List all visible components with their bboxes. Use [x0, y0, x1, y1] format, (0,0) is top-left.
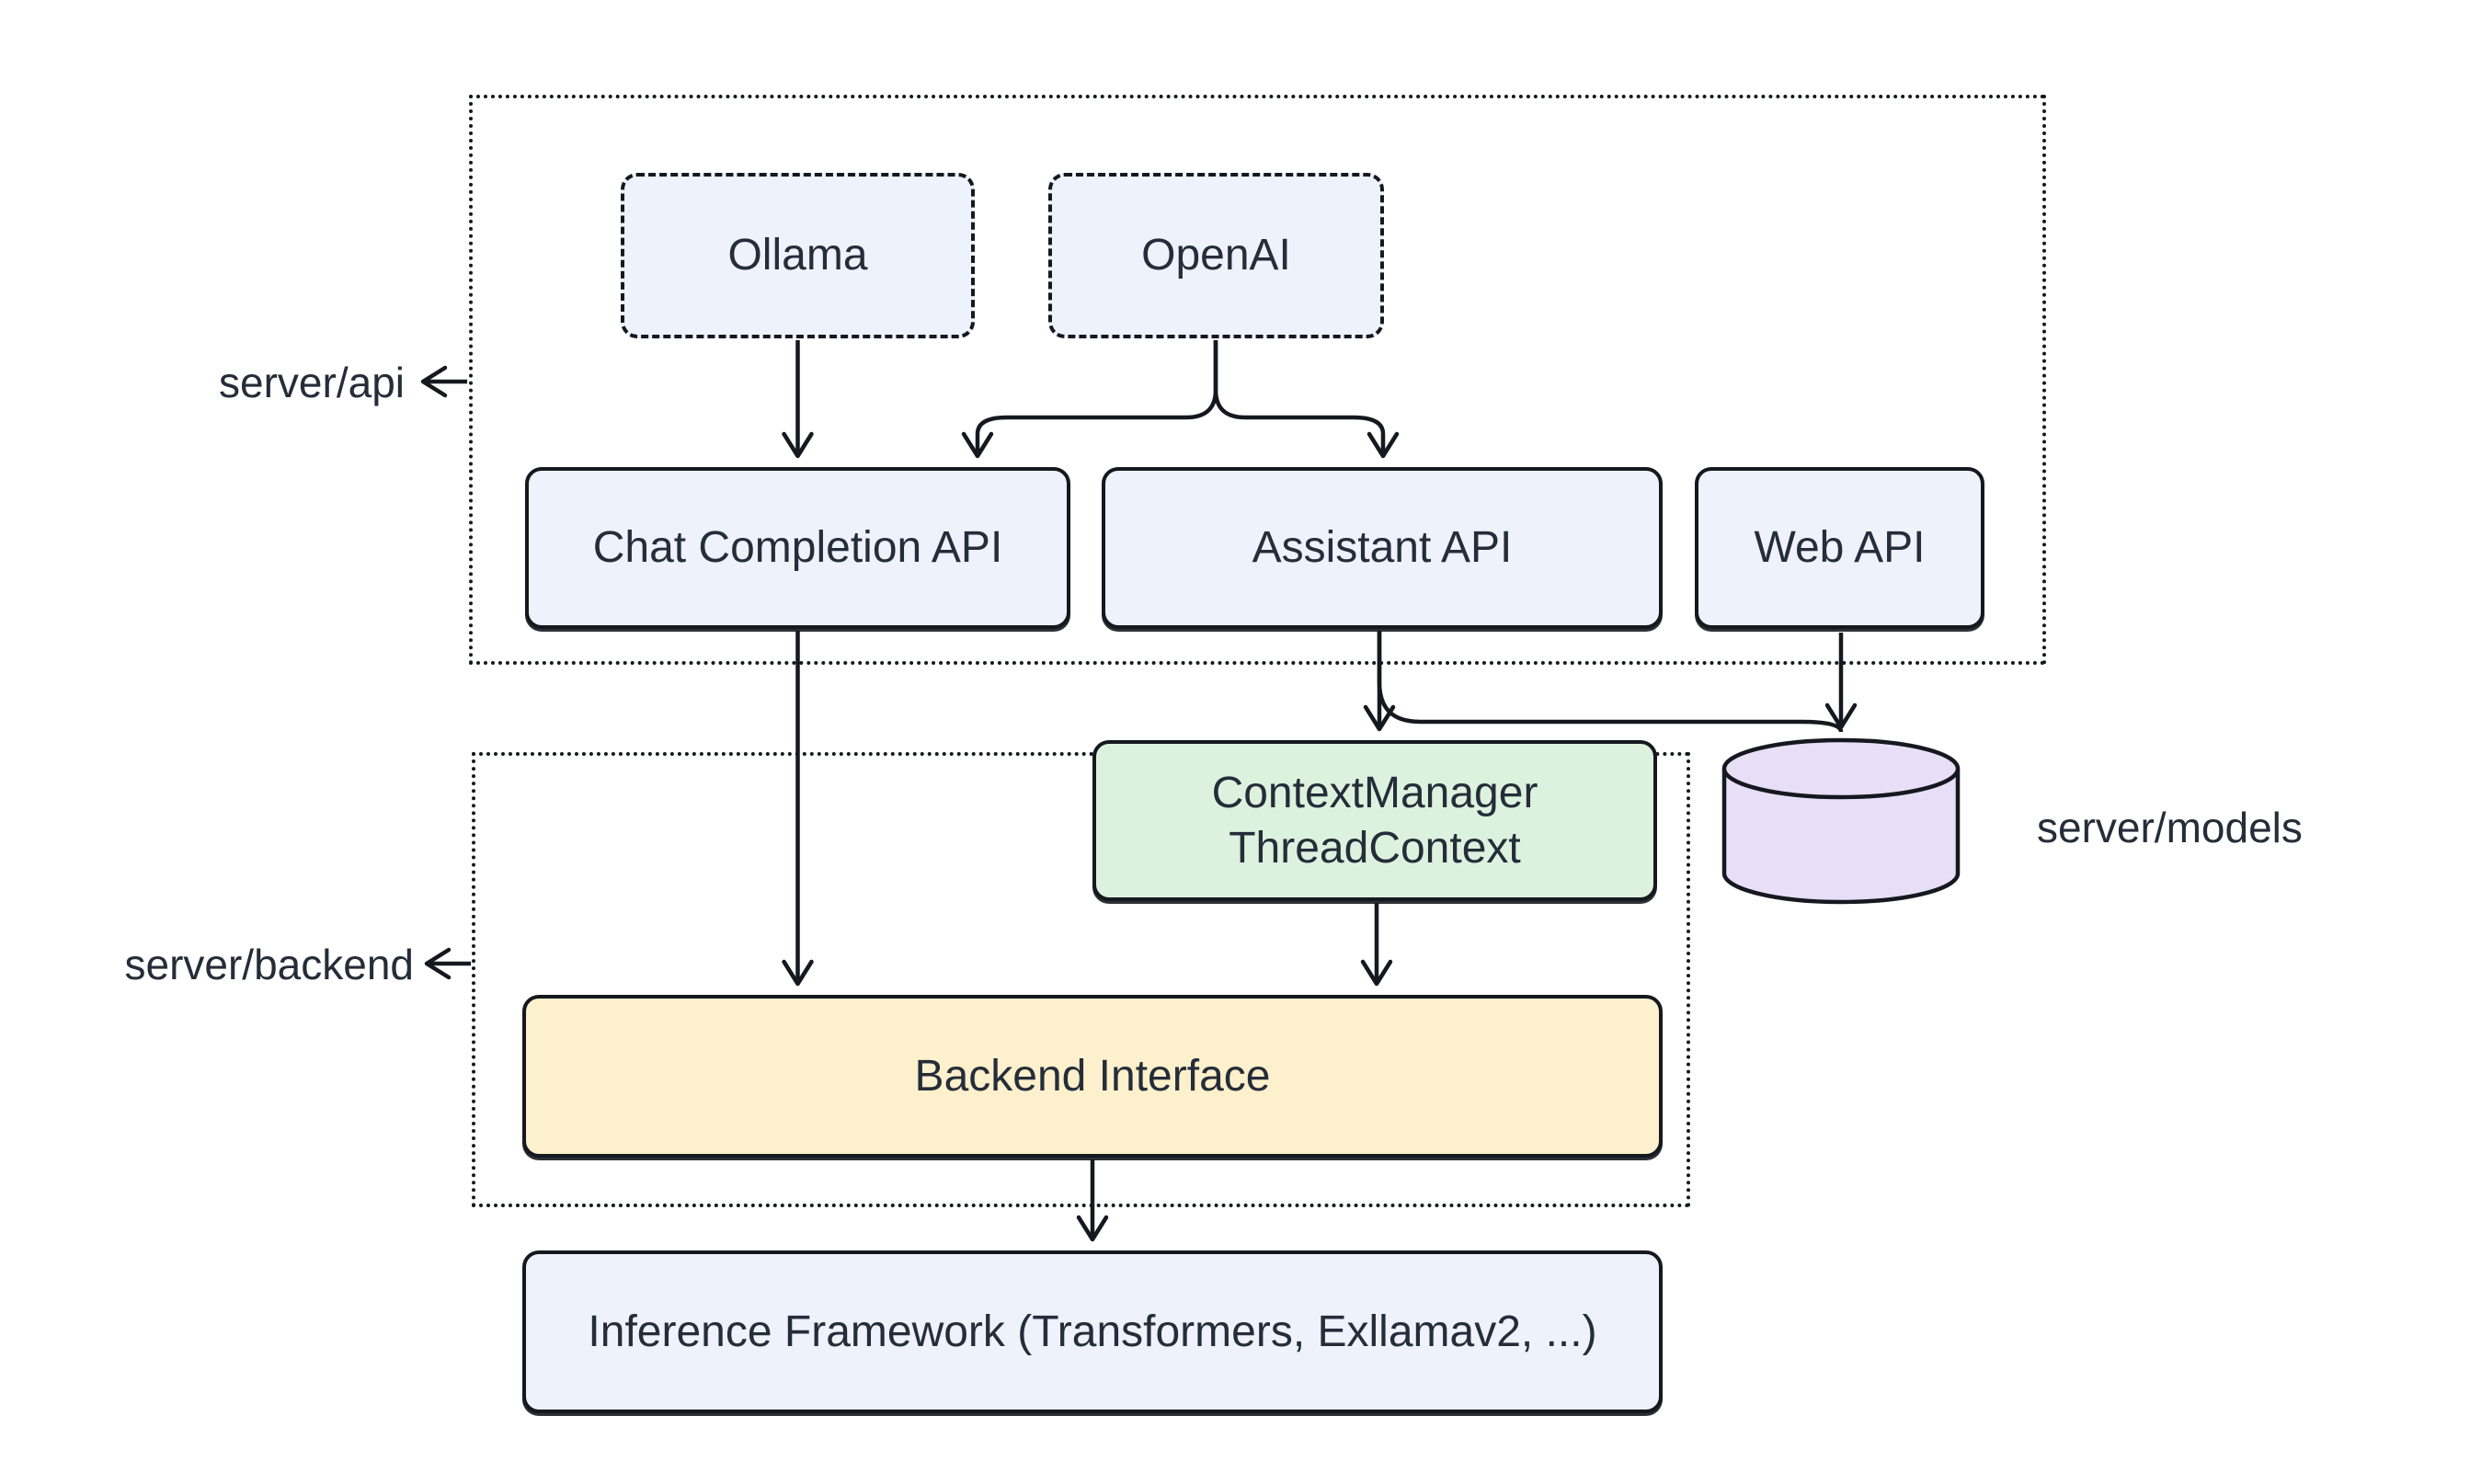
- node-assistant-api-label: Assistant API: [1252, 523, 1513, 572]
- node-chat-completion-api-label: Chat Completion API: [592, 523, 1003, 572]
- node-context-manager: ContextManager ThreadContext: [1092, 740, 1657, 901]
- node-openai-label: OpenAI: [1141, 231, 1291, 280]
- node-web-api-label: Web API: [1754, 523, 1926, 572]
- node-backend-interface: Backend Interface: [522, 995, 1663, 1158]
- node-sqlite-label: sqlite: [1789, 821, 1893, 871]
- node-web-api: Web API: [1695, 467, 1984, 629]
- node-backend-interface-label: Backend Interface: [914, 1051, 1271, 1101]
- server-api-label: server/api: [219, 359, 405, 406]
- node-inference-framework: Inference Framework (Transformers, Exlla…: [522, 1250, 1663, 1413]
- node-ollama: Ollama: [621, 173, 975, 338]
- server-models-label: server/models: [2037, 804, 2303, 851]
- node-context-manager-line2: ThreadContext: [1229, 823, 1521, 873]
- node-ollama-label: Ollama: [727, 231, 868, 280]
- node-chat-completion-api: Chat Completion API: [525, 467, 1070, 629]
- server-backend-container: [472, 752, 1690, 1207]
- server-api-container: [469, 95, 2046, 665]
- node-openai: OpenAI: [1048, 173, 1384, 338]
- server-backend-label: server/backend: [124, 941, 415, 988]
- node-assistant-api: Assistant API: [1102, 467, 1663, 629]
- node-context-manager-line1: ContextManager: [1211, 768, 1538, 817]
- node-inference-framework-label: Inference Framework (Transformers, Exlla…: [588, 1307, 1597, 1356]
